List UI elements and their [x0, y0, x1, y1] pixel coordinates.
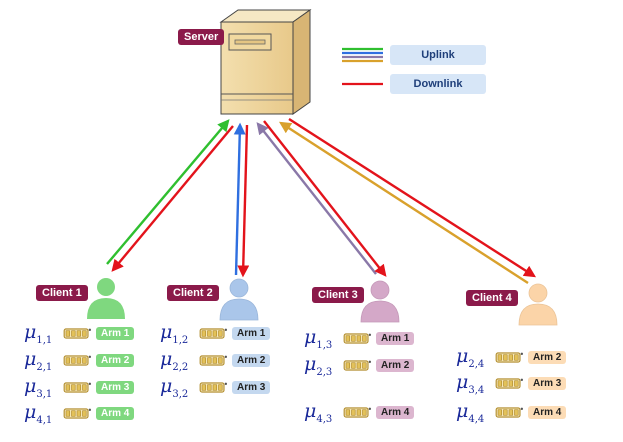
arm-label: Arm 2: [528, 350, 567, 364]
battery-icon: [343, 406, 372, 418]
battery-icon: [343, 332, 372, 344]
downlink-arrow-client-2: [237, 124, 250, 278]
battery-icon: [343, 359, 372, 371]
battery-icon: [63, 381, 92, 393]
arm-label: Arm 3: [96, 380, 135, 394]
arm-row: μ4,1 Arm 4: [24, 400, 135, 426]
arm-row: μ3,4 Arm 3: [456, 370, 567, 396]
arm-mean-symbol: μ3,2: [160, 374, 189, 400]
avatar-client-2: [219, 278, 259, 321]
battery-icon: [495, 406, 524, 418]
uplink-arrow-client-4: [278, 121, 529, 285]
arm-label: Arm 3: [232, 380, 271, 394]
arm-row: μ3,1 Arm 3: [24, 374, 135, 400]
arm-mean-symbol: μ2,2: [160, 347, 189, 373]
battery-icon: [199, 327, 228, 339]
arm-label: Arm 2: [376, 358, 415, 372]
legend-downlink-label: Downlink: [390, 74, 486, 94]
arm-mean-symbol: μ1,1: [24, 320, 53, 346]
downlink-arrow-client-1: [111, 125, 234, 272]
arm-label: Arm 4: [528, 405, 567, 419]
arm-mean-symbol: μ2,3: [304, 352, 333, 378]
arm-mean-symbol: μ2,4: [456, 344, 485, 370]
avatar-client-1: [87, 278, 125, 319]
arm-mean-symbol: μ1,2: [160, 320, 189, 346]
arm-label: Arm 4: [96, 406, 135, 420]
arm-row: μ1,2 Arm 1: [160, 320, 271, 346]
arm-mean-symbol: μ4,1: [24, 400, 53, 426]
arm-row: μ1,3 Arm 1: [304, 325, 415, 351]
client-4-label: Client 4: [466, 290, 518, 306]
client-1-label: Client 1: [36, 285, 88, 301]
arm-label: Arm 3: [528, 376, 567, 390]
arm-mean-symbol: μ3,4: [456, 370, 485, 396]
uplink-arrow-client-1: [106, 119, 230, 265]
arm-label: Arm 1: [96, 326, 135, 340]
legend-uplink-label: Uplink: [390, 45, 486, 65]
arm-label: Arm 1: [232, 326, 271, 340]
arm-label: Arm 2: [232, 353, 271, 367]
battery-icon: [63, 354, 92, 366]
battery-icon: [63, 327, 92, 339]
avatar-client-3: [360, 280, 400, 323]
client-3-label: Client 3: [312, 287, 364, 303]
legend-uplink-lines: [342, 47, 383, 63]
arm-row: μ4,3 Arm 4: [304, 399, 415, 425]
arm-row: μ2,3 Arm 2: [304, 352, 415, 378]
battery-icon: [63, 407, 92, 419]
arm-mean-symbol: μ4,4: [456, 399, 485, 425]
battery-icon: [199, 381, 228, 393]
arm-label: Arm 2: [96, 353, 135, 367]
arm-mean-symbol: μ2,1: [24, 347, 53, 373]
battery-icon: [199, 354, 228, 366]
arm-mean-symbol: μ4,3: [304, 399, 333, 425]
server-icon: [219, 9, 312, 115]
battery-icon: [495, 377, 524, 389]
server-label: Server: [178, 29, 225, 45]
downlink-arrow-client-3: [263, 120, 387, 277]
avatar-client-4: [518, 283, 558, 326]
arm-mean-symbol: μ1,3: [304, 325, 333, 351]
arm-label: Arm 4: [376, 405, 415, 419]
arm-row: μ4,4 Arm 4: [456, 399, 567, 425]
arm-mean-symbol: μ3,1: [24, 374, 53, 400]
arm-row: μ1,1 Arm 1: [24, 320, 135, 346]
uplink-arrow-client-2: [233, 122, 246, 276]
client-2-label: Client 2: [167, 285, 219, 301]
arm-row: μ2,1 Arm 2: [24, 347, 135, 373]
arm-row: μ2,2 Arm 2: [160, 347, 271, 373]
battery-icon: [495, 351, 524, 363]
uplink-arrow-client-3: [256, 122, 377, 275]
arm-row: μ2,4 Arm 2: [456, 344, 567, 370]
arm-label: Arm 1: [376, 331, 415, 345]
arm-row: μ3,2 Arm 3: [160, 374, 271, 400]
downlink-arrow-client-4: [288, 117, 537, 278]
